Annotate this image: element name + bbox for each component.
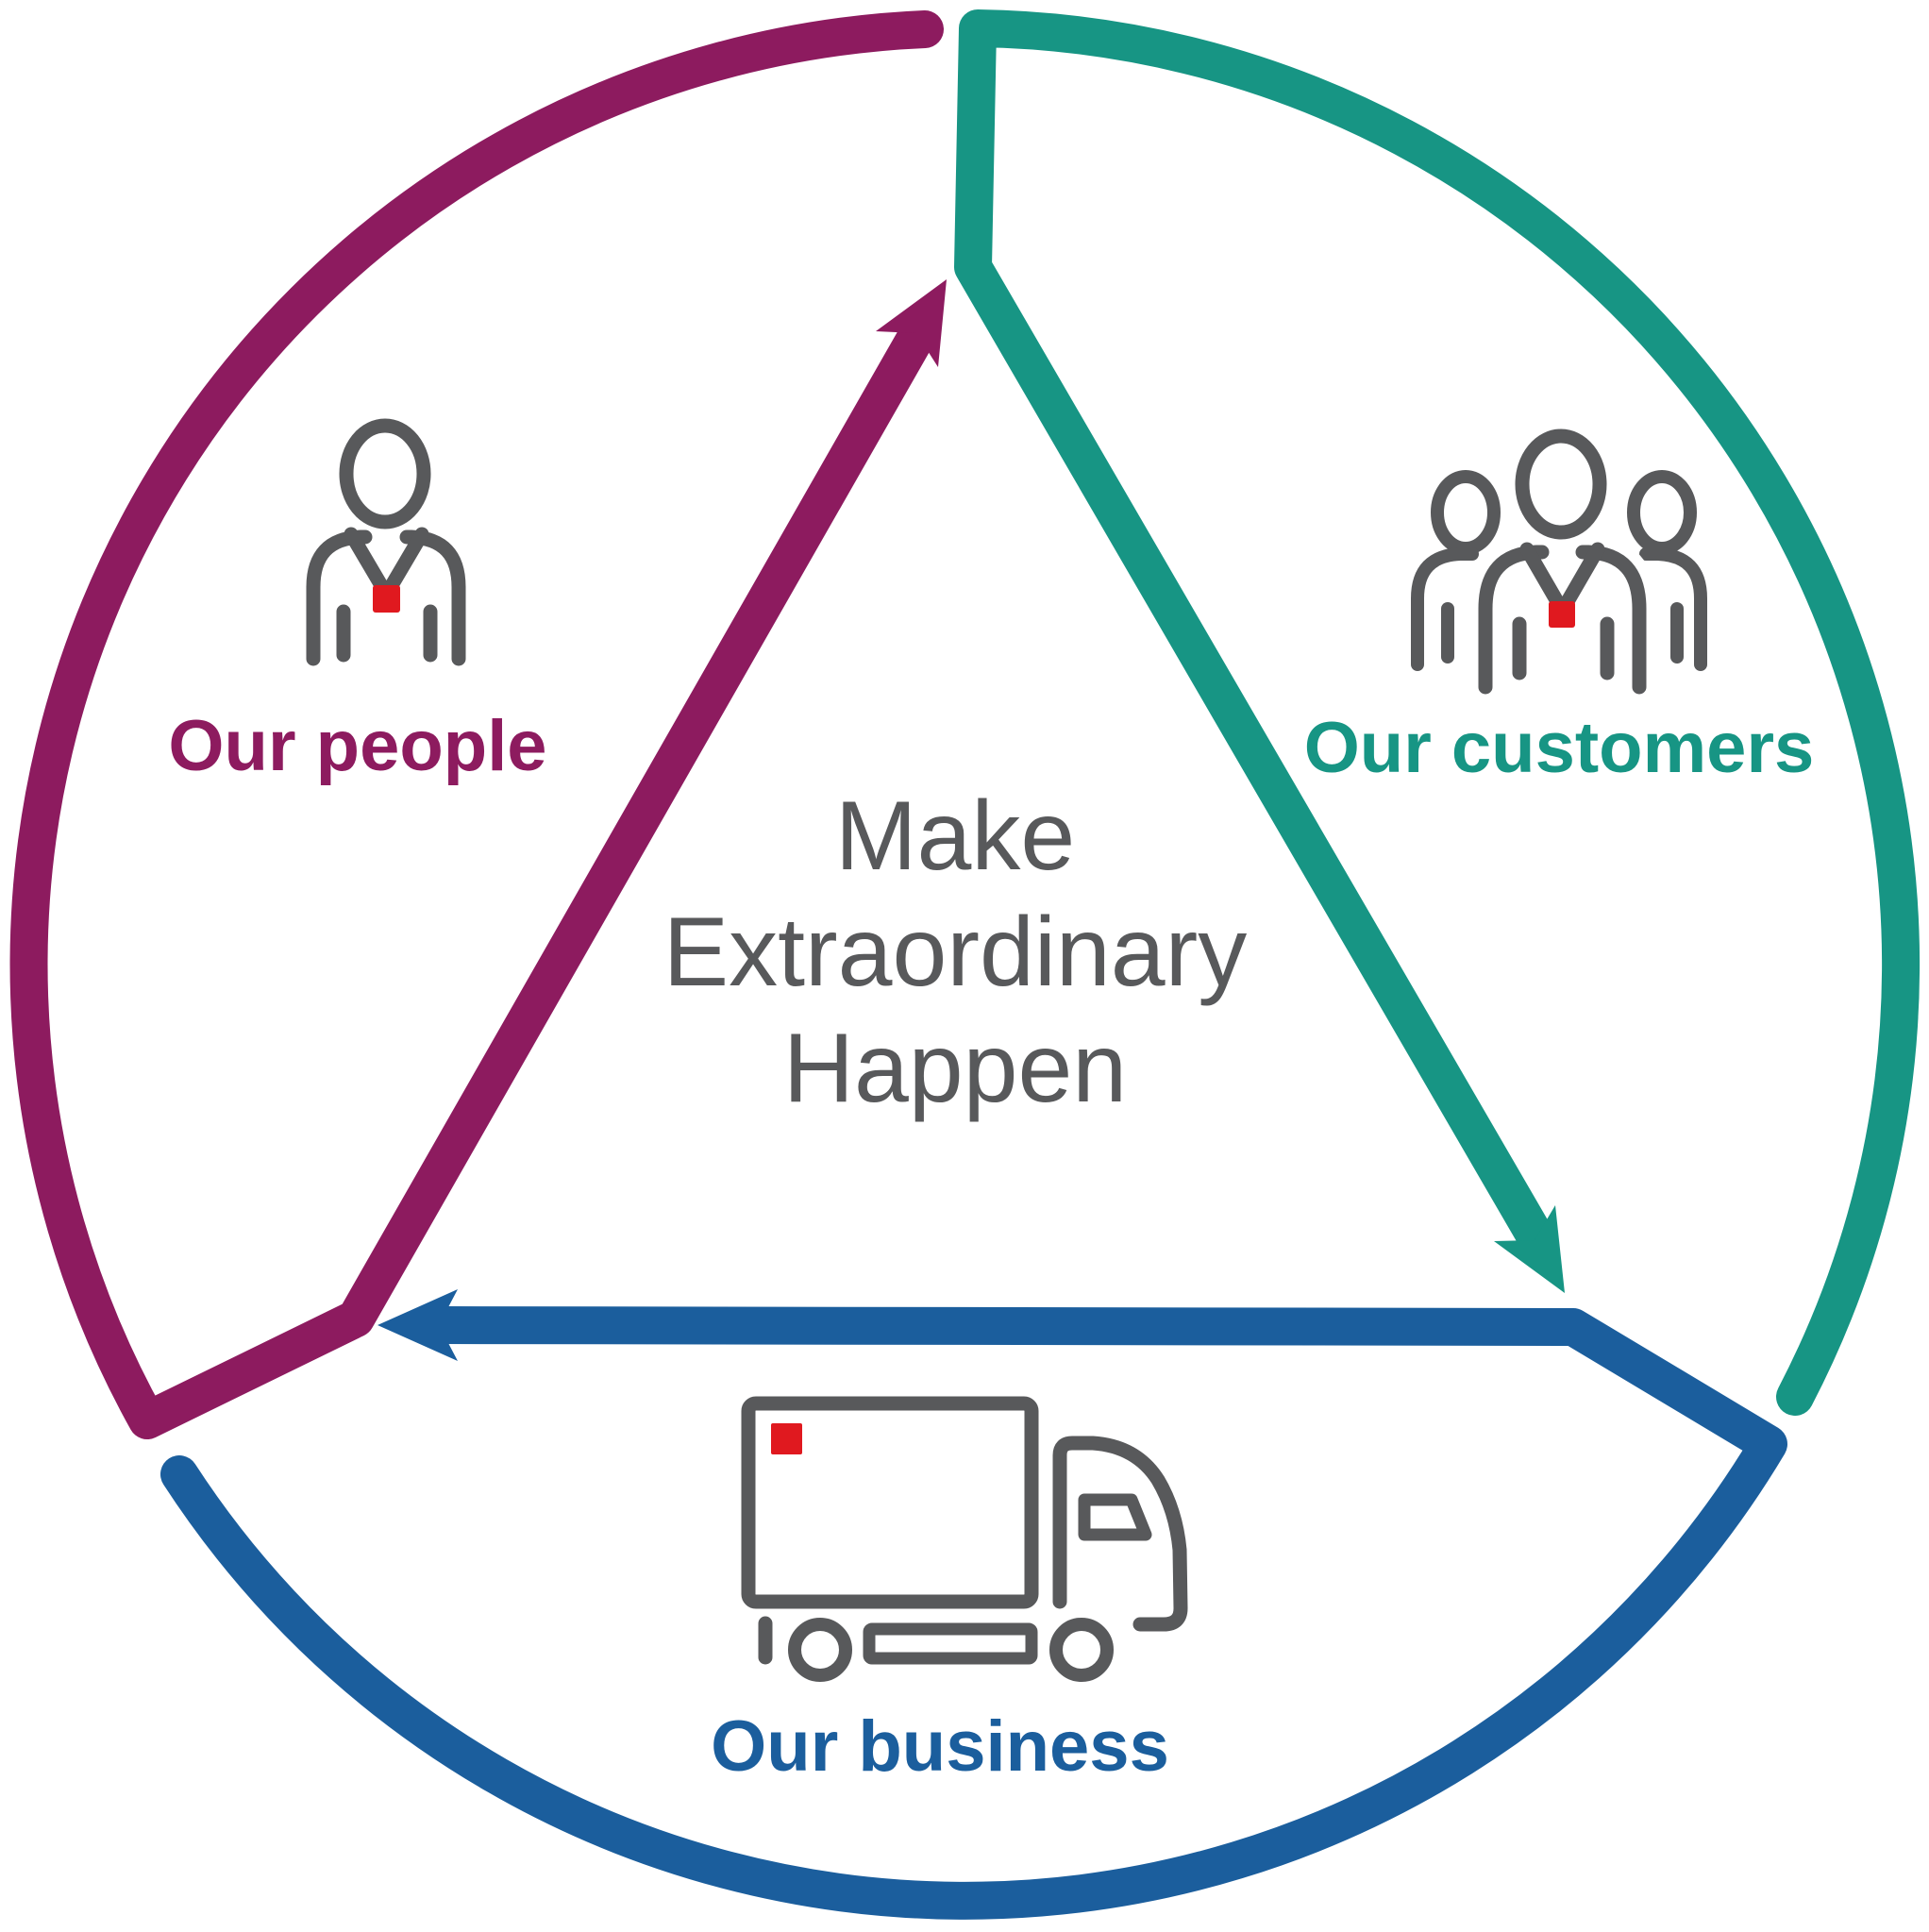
group-left-head <box>1431 470 1501 555</box>
group-right-head <box>1627 470 1697 555</box>
people-arrowhead <box>876 279 947 367</box>
people-label: Our people <box>168 706 546 786</box>
center-text-line-3: Happen <box>783 1014 1127 1123</box>
group-center-hands <box>1512 616 1615 680</box>
truck-window <box>1078 1493 1152 1541</box>
truck-logo-square <box>771 1423 802 1454</box>
customers-segment <box>954 9 1921 1416</box>
center-text-line-1: Make <box>835 781 1075 891</box>
truck-cab <box>1052 1436 1188 1632</box>
business-label: Our business <box>711 1706 1169 1787</box>
truck-rear-wheel <box>788 1618 852 1682</box>
person-icon <box>306 418 466 666</box>
truck-icon <box>741 1396 1188 1682</box>
person-badge <box>373 585 400 613</box>
center-text-line-2: Extraordinary <box>663 898 1247 1007</box>
business-segment <box>160 1289 1787 1920</box>
group-left-torso <box>1411 547 1479 671</box>
group-right-torso <box>1639 547 1707 671</box>
customers-arrowhead <box>1494 1205 1565 1293</box>
center-text: Make Extraordinary Happen <box>663 781 1247 1123</box>
people-group-icon <box>1411 418 1707 705</box>
people-segment <box>9 10 947 1439</box>
person-head <box>339 418 431 529</box>
business-arrowhead <box>377 1289 458 1361</box>
person-hands <box>336 604 438 663</box>
customers-arc-and-arrow-shaft <box>954 9 1921 1416</box>
person-lanyard <box>344 527 429 595</box>
people-arc-and-arrow-shaft <box>9 10 944 1439</box>
truck-front-wheel <box>1049 1618 1114 1682</box>
truck-box <box>741 1396 1039 1609</box>
business-arc-and-arrow-shaft <box>160 1306 1787 1920</box>
truck-skirt <box>863 1622 1038 1665</box>
group-center-badge <box>1549 601 1575 628</box>
customers-label: Our customers <box>1304 708 1815 788</box>
group-center-lanyard <box>1519 542 1605 611</box>
group-center-head <box>1515 428 1607 540</box>
